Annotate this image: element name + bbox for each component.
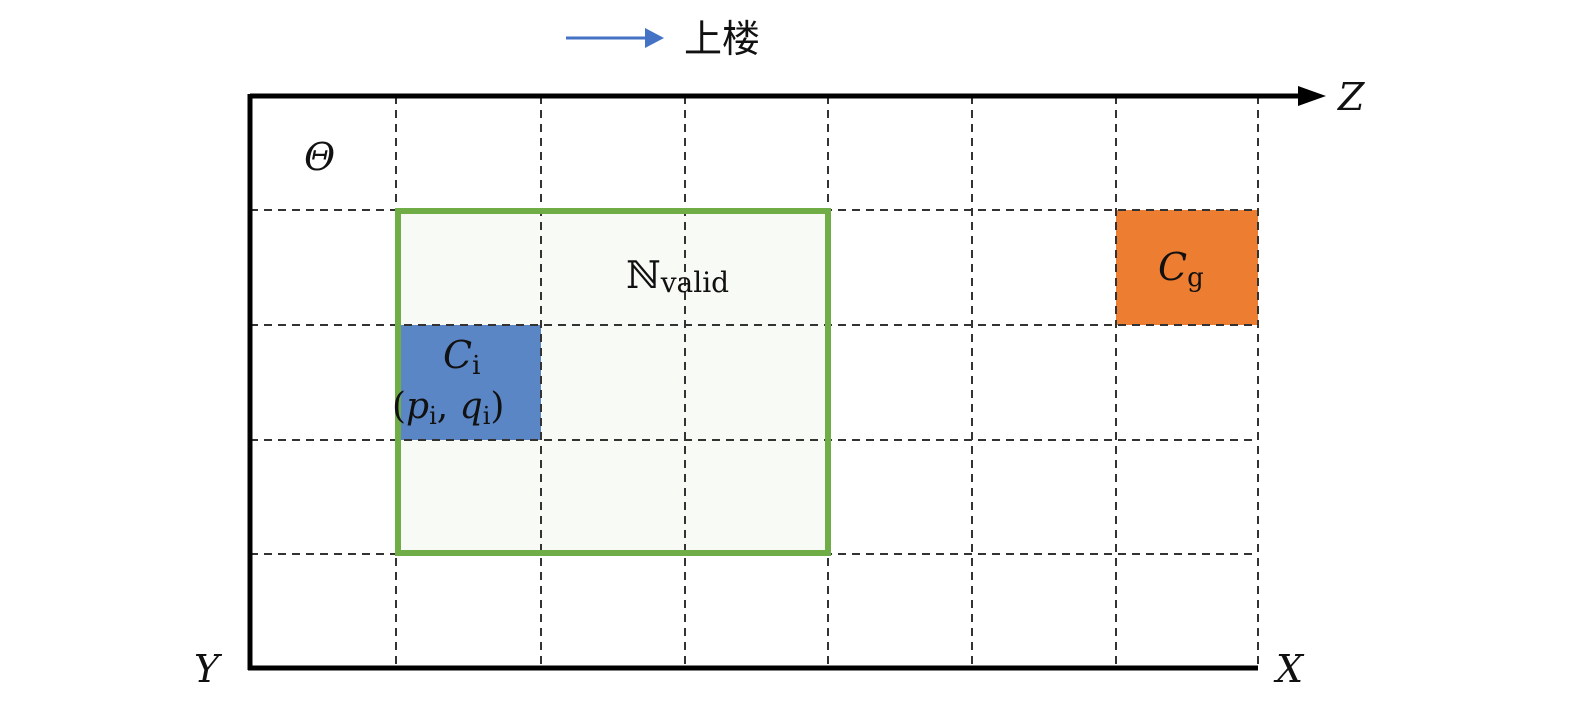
origin-region-label: Θ [304, 135, 335, 179]
valid-region-label: ℕvalid [626, 253, 729, 299]
goal-cell-label: Cg [1158, 245, 1204, 293]
legend-label: 上楼 [684, 17, 760, 61]
current-cell-coords: (pi, qi) [392, 386, 504, 430]
z-axis-arrowhead-icon [1298, 86, 1326, 106]
z-axis-label: Z [1337, 75, 1365, 119]
goal-cell [1116, 210, 1258, 325]
x-axis-label: X [1273, 647, 1305, 691]
valid-region-border [395, 208, 831, 556]
y-axis-label: Y [194, 647, 223, 691]
current-cell [399, 325, 541, 440]
legend-arrowhead-icon [645, 28, 664, 48]
legend: 上楼 [566, 17, 760, 61]
axes [247, 86, 1326, 671]
current-cell-label: Ci [443, 333, 480, 381]
